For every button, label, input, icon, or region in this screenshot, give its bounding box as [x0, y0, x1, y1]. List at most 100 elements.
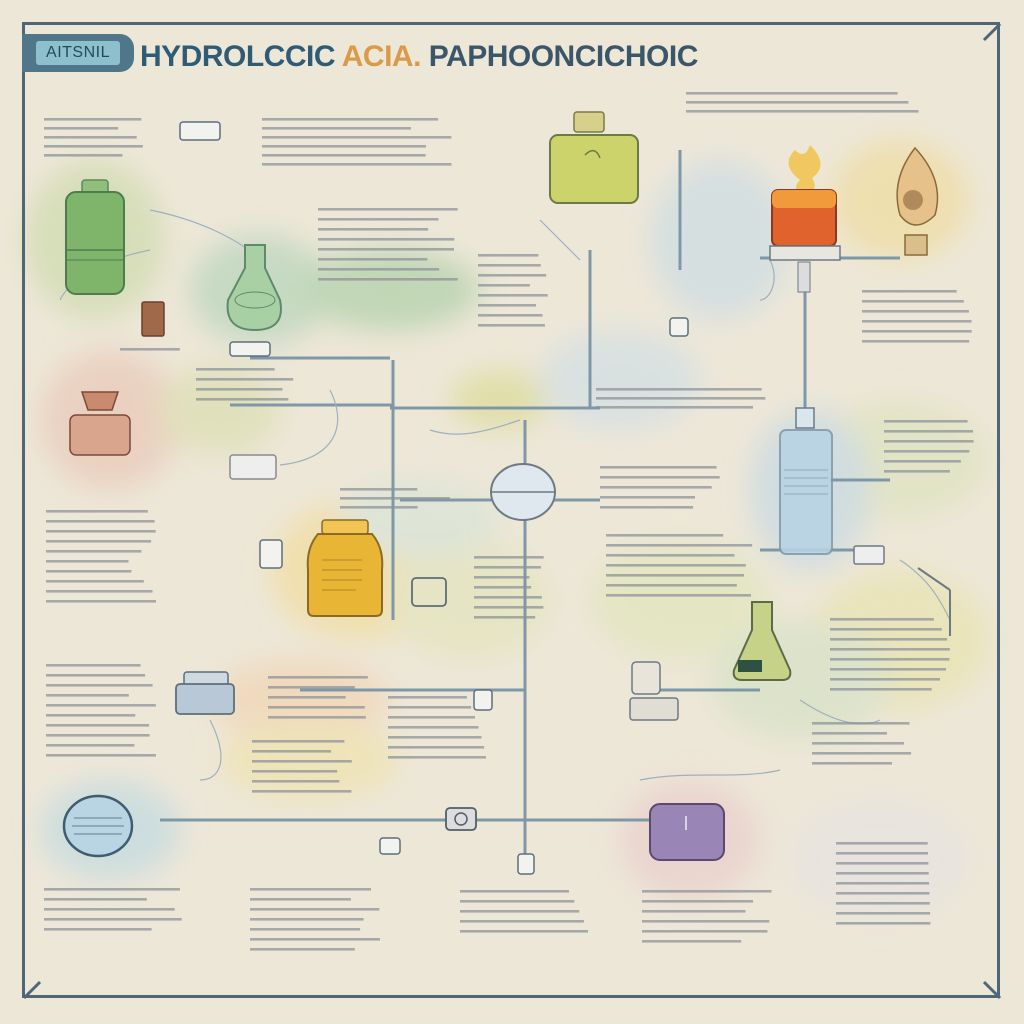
text-line	[318, 258, 428, 261]
text-line	[268, 686, 355, 689]
text-line	[318, 248, 454, 251]
text-line	[46, 664, 141, 667]
yellow-jar-icon	[306, 519, 384, 617]
text-line	[46, 540, 152, 543]
text-line	[642, 920, 770, 923]
beaker-icon	[141, 301, 165, 337]
text-line	[460, 910, 580, 913]
text-line	[44, 145, 143, 148]
text-line	[478, 324, 545, 327]
text-line	[318, 278, 458, 281]
text-line	[600, 496, 695, 499]
text-line	[606, 534, 724, 537]
text-line	[596, 406, 753, 409]
text-line	[44, 888, 180, 891]
text-line	[830, 648, 950, 651]
text-line	[196, 388, 283, 391]
text-line	[862, 340, 970, 343]
purple-tank-icon	[649, 803, 725, 861]
text-line	[46, 704, 156, 707]
text-line	[318, 238, 455, 241]
text-line	[46, 530, 156, 533]
text-line	[44, 918, 182, 921]
text-line	[250, 908, 380, 911]
text-line	[836, 902, 930, 905]
text-line	[686, 110, 919, 113]
text-line	[836, 922, 931, 925]
text-line	[44, 898, 147, 901]
text-line	[596, 388, 762, 391]
text-line	[388, 726, 479, 729]
small-monitor-icon	[411, 577, 447, 607]
round-flask-icon	[490, 463, 556, 521]
text-line	[262, 136, 452, 139]
text-line	[884, 450, 970, 453]
text-line	[252, 770, 338, 773]
text-line	[642, 910, 746, 913]
text-line	[46, 560, 129, 563]
flask-icon	[226, 244, 282, 332]
text-line	[884, 460, 961, 463]
text-line	[252, 740, 345, 743]
text-line	[812, 722, 910, 725]
text-line	[120, 348, 180, 351]
text-line	[268, 676, 368, 679]
mixer-icon	[629, 661, 679, 721]
text-line	[474, 606, 544, 609]
conical-flask-icon	[732, 601, 792, 681]
text-line	[474, 576, 530, 579]
text-line	[884, 420, 968, 423]
text-line	[474, 556, 544, 559]
printer-icon	[175, 671, 235, 715]
text-line	[812, 752, 912, 755]
text-line	[388, 706, 472, 709]
category-tag: AITSNIL	[22, 34, 134, 72]
text-line	[830, 658, 950, 661]
text-line	[262, 163, 452, 166]
text-line	[836, 862, 929, 865]
text-line	[600, 506, 694, 509]
text-line	[196, 368, 275, 371]
text-line	[46, 580, 144, 583]
text-line	[250, 898, 351, 901]
text-line	[600, 466, 717, 469]
category-tag-label: AITSNIL	[36, 41, 120, 65]
text-line	[478, 274, 547, 277]
text-line	[836, 882, 930, 885]
text-line	[250, 938, 380, 941]
text-line	[478, 264, 541, 267]
illegible-text-blocks	[44, 92, 974, 951]
text-line	[46, 734, 150, 737]
text-line	[460, 890, 569, 893]
cylinder-tank-icon	[779, 407, 833, 555]
text-line	[830, 628, 942, 631]
text-line	[830, 618, 934, 621]
text-line	[196, 378, 294, 381]
text-line	[252, 780, 340, 783]
text-line	[46, 550, 142, 553]
text-line	[44, 154, 123, 157]
text-line	[600, 486, 712, 489]
text-line	[44, 118, 142, 121]
text-line	[268, 696, 346, 699]
text-line	[46, 754, 156, 757]
text-line	[262, 154, 426, 157]
text-line	[606, 564, 746, 567]
text-line	[606, 584, 737, 587]
text-line	[606, 574, 744, 577]
text-line	[196, 398, 289, 401]
thin-wires	[59, 209, 951, 781]
text-line	[46, 674, 146, 677]
text-line	[830, 688, 932, 691]
text-line	[46, 520, 155, 523]
text-line	[46, 684, 153, 687]
text-line	[44, 127, 119, 130]
text-line	[862, 300, 964, 303]
green-bottle-icon	[65, 179, 125, 295]
text-line	[340, 497, 450, 500]
monitor-icon	[549, 111, 639, 204]
text-line	[478, 284, 530, 287]
text-line	[318, 218, 439, 221]
